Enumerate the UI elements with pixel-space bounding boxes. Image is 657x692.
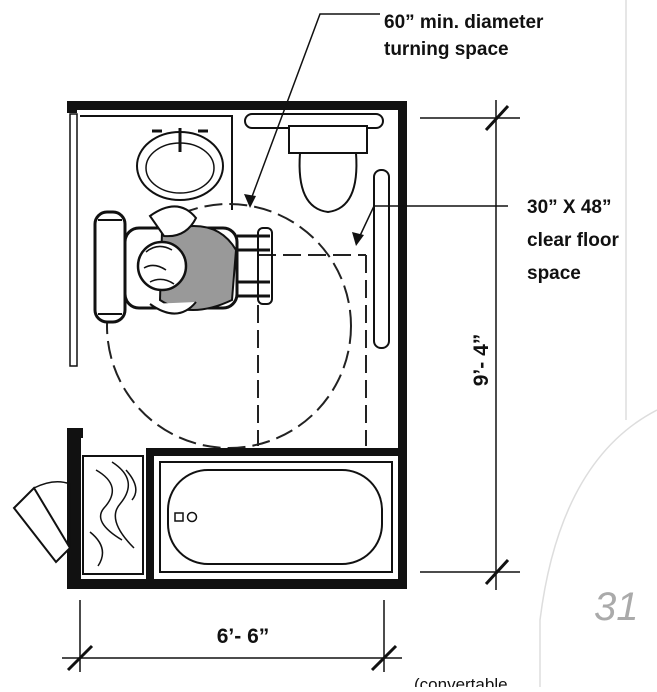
clear-floor-label: 30” X 48” clear floor space xyxy=(527,197,624,284)
toilet xyxy=(288,125,368,214)
clear-floor-leader xyxy=(352,205,508,246)
turning-space-label: 60” min. diameter turning space xyxy=(384,12,549,60)
height-dimension-line xyxy=(420,100,520,590)
bath-partition-wall xyxy=(146,448,154,579)
bathtub xyxy=(159,461,393,573)
linen-closet xyxy=(82,455,144,575)
closet-door xyxy=(12,481,72,564)
door-leaf xyxy=(69,113,78,367)
footer-text: (convertable xyxy=(414,675,508,687)
bath-top-wall xyxy=(154,448,398,456)
width-dimension-line xyxy=(62,600,402,672)
wheelchair-user xyxy=(93,205,273,324)
page-curve-line xyxy=(539,409,657,687)
page-number: 31 xyxy=(594,585,639,629)
turning-space-leader xyxy=(244,13,380,208)
side-grab-bar xyxy=(373,169,390,349)
height-dimension-label: 9’- 4” xyxy=(470,334,493,387)
width-dimension-label: 6’- 6” xyxy=(217,625,270,648)
vanity-sink xyxy=(80,115,233,210)
clear-floor-space xyxy=(257,254,367,446)
